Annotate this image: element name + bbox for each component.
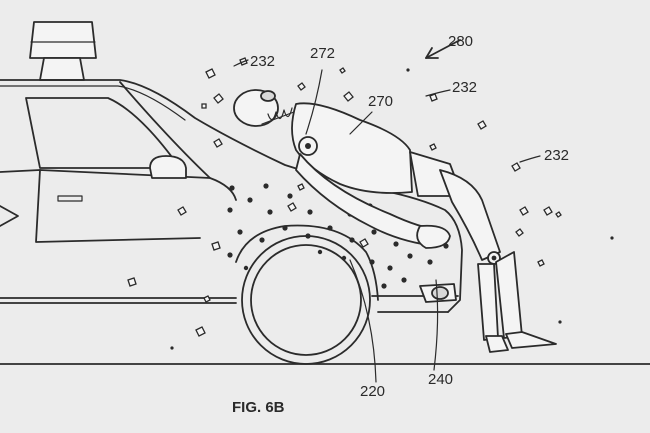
car-body <box>0 79 463 313</box>
label-272: 272 <box>310 45 335 62</box>
pedestrian-figure <box>233 89 557 353</box>
figure-caption: FIG. 6B <box>232 399 285 416</box>
front-wheel <box>241 235 371 365</box>
label-240: 240 <box>428 371 453 388</box>
leader-lines <box>233 39 541 383</box>
roof-sensor <box>29 21 97 81</box>
label-232-top: 232 <box>250 53 275 70</box>
label-232-right-top: 232 <box>452 79 477 96</box>
label-270: 270 <box>368 93 393 110</box>
debris-particles <box>127 57 614 350</box>
label-220: 220 <box>360 383 385 400</box>
label-280: 280 <box>448 33 473 50</box>
label-232-right: 232 <box>544 147 569 164</box>
